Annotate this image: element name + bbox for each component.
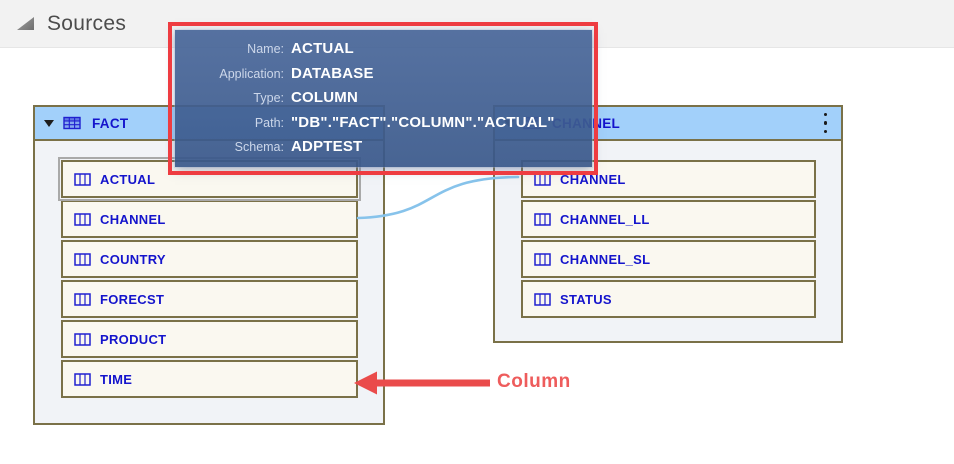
column-icon [534, 292, 551, 306]
column-item-country[interactable]: COUNTRY [61, 240, 358, 278]
column-item-label: CHANNEL [100, 211, 166, 227]
section-collapse-icon[interactable] [17, 17, 34, 30]
column-icon [74, 172, 91, 186]
column-item-label: TIME [100, 371, 133, 387]
annotation-arrow-icon [354, 371, 490, 395]
column-details-tooltip: Name: ACTUAL Application: DATABASE Type:… [175, 30, 592, 167]
column-item-label: PRODUCT [100, 331, 167, 347]
column-item-label: ACTUAL [100, 171, 156, 187]
column-icon [74, 252, 91, 266]
tooltip-field-label: Application: [219, 66, 284, 81]
tooltip-field-value: ACTUAL [291, 40, 354, 58]
column-icon [74, 372, 91, 386]
column-item-label: COUNTRY [100, 251, 166, 267]
join-connector-line[interactable] [350, 158, 525, 224]
tooltip-field-value: COLUMN [291, 89, 359, 107]
column-item-label: CHANNEL [560, 171, 626, 187]
column-item-time[interactable]: TIME [61, 360, 358, 398]
tooltip-field-label: Schema: [234, 140, 284, 155]
column-item-label: STATUS [560, 291, 612, 307]
column-item-channel-ll[interactable]: CHANNEL_LL [521, 200, 816, 238]
column-icon [74, 332, 91, 346]
tooltip-field-label: Path: [254, 115, 284, 130]
tooltip-field-label: Name: [247, 42, 284, 57]
annotation-highlight-box [168, 22, 598, 175]
tooltip-field-value: "DB"."FACT"."COLUMN"."ACTUAL" [291, 113, 555, 131]
column-icon [534, 212, 551, 226]
column-icon [534, 252, 551, 266]
kebab-menu-icon[interactable] [818, 109, 834, 138]
column-item-channel-sl[interactable]: CHANNEL_SL [521, 240, 816, 278]
collapse-triangle-icon[interactable] [44, 119, 54, 127]
column-item-label: CHANNEL_LL [560, 211, 650, 227]
column-list: CHANNEL CHANNEL_LL CHANNEL_SL STATUS [521, 160, 816, 318]
tooltip-field-label: Type: [253, 91, 284, 106]
section-title: Sources [47, 11, 127, 35]
annotation-label: Column [497, 371, 571, 392]
table-title: FACT [92, 115, 129, 131]
column-item-forecst[interactable]: FORECST [61, 280, 358, 318]
column-item-label: FORECST [100, 291, 165, 307]
column-icon [74, 212, 91, 226]
column-icon [74, 292, 91, 306]
column-item-status[interactable]: STATUS [521, 280, 816, 318]
column-item-product[interactable]: PRODUCT [61, 320, 358, 358]
column-item-label: CHANNEL_SL [560, 251, 651, 267]
column-list: ACTUAL CHANNEL COUNTRY FORECST PRODUCT T… [58, 157, 361, 398]
table-icon [63, 116, 81, 130]
tooltip-field-value: DATABASE [291, 64, 374, 82]
tooltip-field-value: ADPTEST [291, 138, 363, 156]
column-item-channel[interactable]: CHANNEL [61, 200, 358, 238]
